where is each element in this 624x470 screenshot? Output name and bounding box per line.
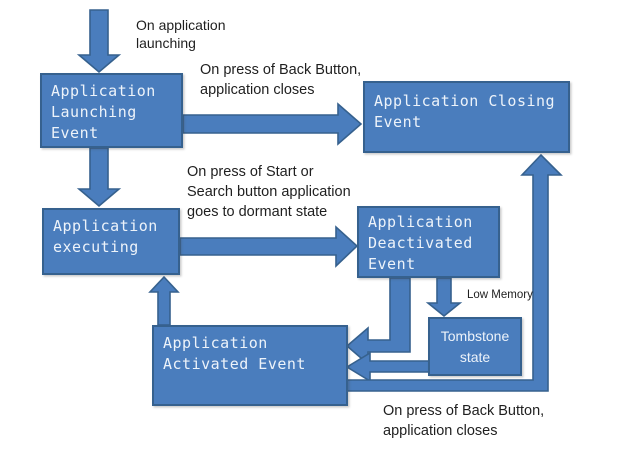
arrow-tombstone-to-activated: [345, 351, 430, 383]
note-dormant-state: On press of Start or Search button appli…: [187, 164, 351, 220]
box-application-activated-event: Application Activated Event: [152, 325, 348, 406]
note-low-memory: Low Memory: [467, 289, 533, 301]
arrow-app-launch-entry: [76, 9, 122, 74]
box-application-closing-event: Application Closing Event: [363, 81, 570, 153]
box-application-launching-event: Application Launching Event: [40, 73, 183, 148]
arrow-launching-to-executing: [76, 147, 122, 208]
box-application-executing: Application executing: [42, 208, 180, 275]
box-application-deactivated-event: Application Deactivated Event: [357, 206, 500, 278]
note-back-button-closes-bottom: On press of Back Button, application clo…: [383, 403, 545, 439]
arrow-executing-to-deactivated: [179, 225, 359, 268]
box-tombstone-state: Tombstone state: [428, 317, 522, 376]
arrow-activated-to-closing: [346, 153, 563, 392]
note-on-application-launching: On application launching: [136, 17, 226, 51]
arrow-deactivated-to-tombstone: [425, 277, 463, 318]
arrow-deactivated-to-activated: [345, 277, 411, 366]
arrow-launching-to-closing: [182, 102, 363, 146]
arrow-activated-to-executing: [148, 275, 180, 326]
note-back-button-closes-top: On press of Back Button, application clo…: [200, 62, 362, 98]
